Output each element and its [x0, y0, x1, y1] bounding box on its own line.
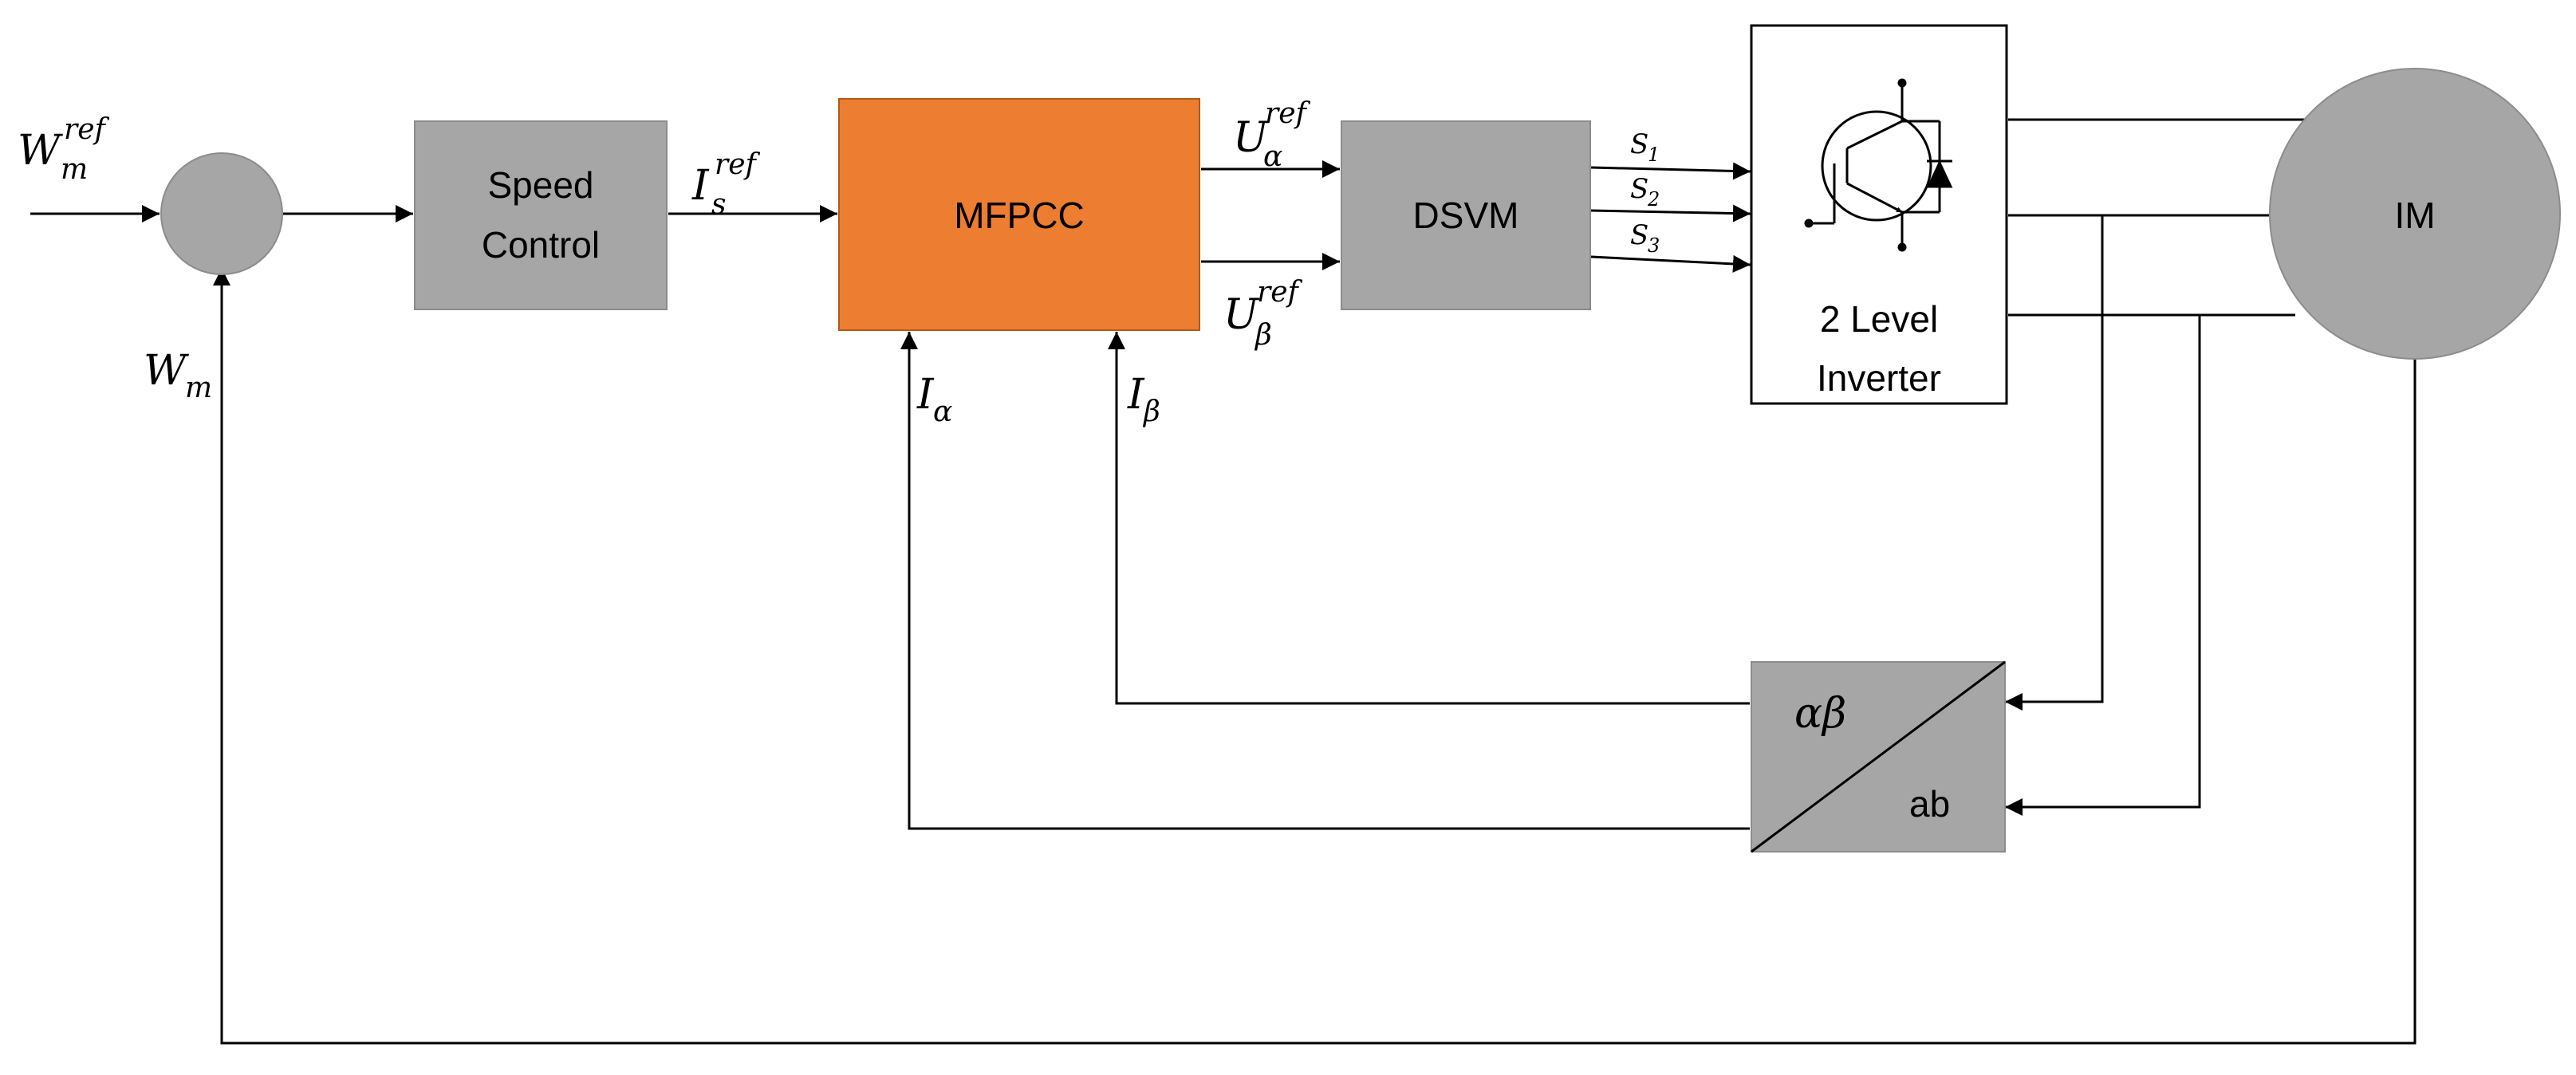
- u-alpha-ref-label: U: [1233, 114, 1270, 162]
- wm-ref-label: W: [18, 127, 63, 175]
- i-alpha-feedback-line: [900, 332, 1750, 830]
- u-alpha-ref-sup: ref: [1265, 97, 1311, 130]
- is-ref-sub: s: [711, 188, 726, 221]
- u-beta-ref-sup: ref: [1257, 276, 1303, 309]
- wm-sub: m: [185, 372, 212, 404]
- mfpcc-label: MFPCC: [954, 195, 1085, 236]
- i-beta-sub: β: [1142, 396, 1160, 428]
- s3-label: S: [1630, 219, 1648, 251]
- s2-label: S: [1630, 173, 1648, 205]
- s2-sub: 2: [1647, 188, 1660, 211]
- s1-sub: 1: [1648, 144, 1660, 166]
- s2-line: [1590, 204, 1751, 222]
- is-ref-sup: ref: [715, 148, 761, 181]
- current-c-sense-line: [2005, 315, 2201, 816]
- i-alpha-sub: α: [933, 396, 952, 428]
- inverter-label-line2: Inverter: [1817, 357, 1941, 399]
- s1-line: [1590, 162, 1751, 180]
- speed-feedback-line: [213, 268, 2416, 1045]
- transform-top-label: αβ: [1794, 690, 1846, 738]
- mfpcc-block: MFPCC: [838, 98, 1200, 331]
- s1-label: S: [1630, 128, 1648, 160]
- is-ref-label: I: [691, 162, 710, 210]
- wm-ref-sub: m: [61, 153, 88, 186]
- dsvm-label: DSVM: [1413, 195, 1519, 236]
- u-alpha-ref-sub: α: [1263, 140, 1282, 173]
- u-beta-ref-sub: β: [1254, 319, 1272, 352]
- current-b-sense-line: [2005, 215, 2104, 711]
- speed-control-label-line2: Control: [482, 224, 600, 266]
- i-beta-label: I: [1127, 371, 1145, 419]
- dsvm-block: DSVM: [1341, 120, 1591, 310]
- summing-junction: [160, 152, 283, 275]
- u-beta-ref-label: U: [1223, 291, 1260, 339]
- i-alpha-label: I: [916, 371, 935, 419]
- signal-labels: W m ref W m I s ref U α ref U β ref I α …: [18, 97, 1660, 428]
- speed-control-block: Speed Control: [414, 120, 668, 310]
- s3-sub: 3: [1648, 234, 1660, 257]
- i-beta-feedback-line: [1108, 332, 1750, 705]
- wm-label: W: [144, 347, 189, 395]
- igbt-icon: [1804, 78, 1953, 252]
- s3-line: [1590, 254, 1751, 273]
- transform-bottom-label: ab: [1909, 783, 1950, 825]
- wires: [30, 118, 2416, 1045]
- transform-block: αβ ab: [1751, 660, 2006, 853]
- motor-label: IM: [2394, 195, 2435, 236]
- wm-ref-sup: ref: [64, 113, 110, 146]
- inverter-label-line1: 2 Level: [1820, 298, 1938, 340]
- inverter-block: 2 Level Inverter: [1750, 24, 2008, 405]
- induction-motor: IM: [2269, 68, 2561, 360]
- speed-control-label-line1: Speed: [487, 164, 593, 206]
